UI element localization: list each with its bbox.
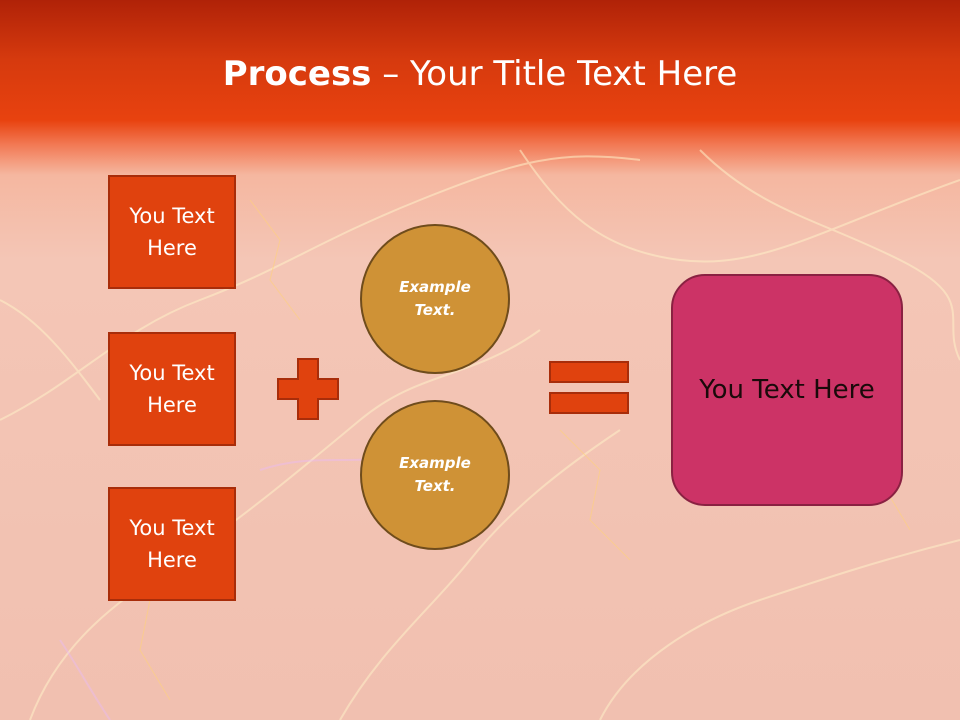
- example-circle-2-text: Example Text.: [399, 454, 471, 495]
- example-circle-2: Example Text.: [360, 400, 510, 550]
- input-box-1: You Text Here: [108, 175, 236, 289]
- plus-icon: [277, 358, 339, 420]
- title-rest: – Your Title Text Here: [371, 54, 738, 94]
- result-box: You Text Here: [671, 274, 903, 506]
- title-bold: Process: [222, 54, 372, 94]
- equals-icon: [549, 361, 629, 414]
- example-circle-1: Example Text.: [360, 224, 510, 374]
- slide-title: Process – Your Title Text Here: [0, 52, 960, 96]
- input-box-3: You Text Here: [108, 487, 236, 601]
- input-box-2: You Text Here: [108, 332, 236, 446]
- example-circle-1-text: Example Text.: [399, 278, 471, 319]
